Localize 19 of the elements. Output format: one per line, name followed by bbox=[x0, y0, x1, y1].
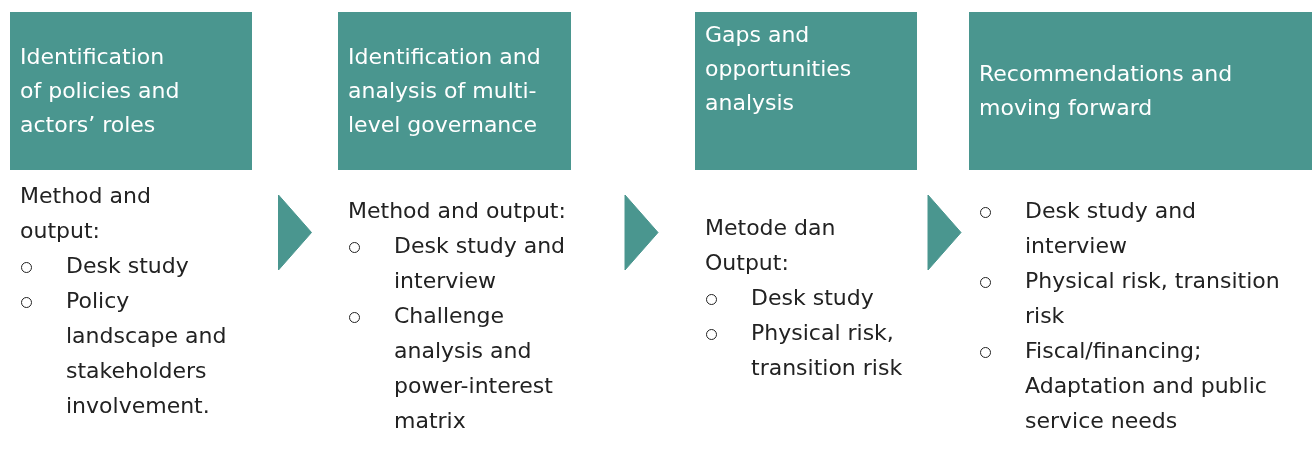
chevron-arrow bbox=[278, 194, 312, 271]
list-item: Fiscal/financing; Adaptation and public service needs bbox=[1025, 337, 1268, 435]
step-header: Identification and analysis of multi-level governance bbox=[338, 12, 571, 170]
step-header: Identification of policies and actors’ roles bbox=[10, 12, 252, 170]
list-item: Physical risk, transition risk bbox=[751, 319, 904, 382]
list-item: Desk study and interview bbox=[394, 232, 567, 295]
list-item: Desk study bbox=[66, 252, 189, 280]
list-item: Desk study bbox=[751, 284, 874, 312]
section-heading: Metode dan Output: bbox=[705, 214, 837, 277]
list-item: Policy landscape and stakeholders involvement. bbox=[66, 287, 228, 420]
section-heading: Method and output: bbox=[348, 197, 567, 225]
step-header: Recommendations and moving forward bbox=[969, 12, 1312, 170]
chevron-arrow bbox=[927, 194, 962, 271]
section-heading: Method and output: bbox=[20, 182, 152, 245]
list-item: Challenge analysis and power-interest matrix bbox=[394, 302, 554, 435]
list-item: Physical risk, transition risk bbox=[1025, 267, 1281, 330]
step-header: Gaps and opportunities analysis bbox=[695, 12, 917, 170]
chevron-arrow bbox=[624, 194, 659, 271]
list-item: Desk study and interview bbox=[1025, 197, 1198, 260]
